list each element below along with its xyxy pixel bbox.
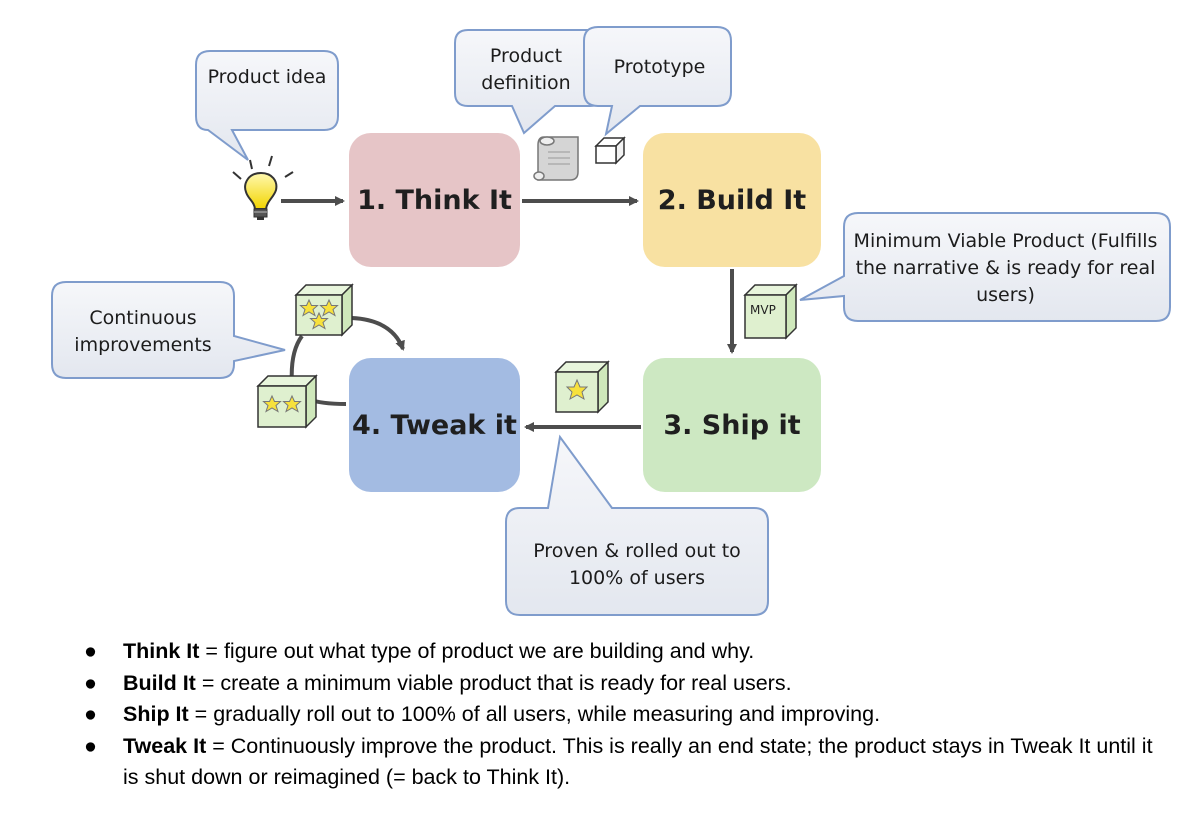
definitions-list: ● Think It = figure out what type of prod…: [80, 636, 1160, 794]
callout-continuous-improvements: [51, 281, 286, 379]
bullet-term: Ship It: [123, 702, 189, 726]
bullet-tweak-it: ● Tweak It = Continuously improve the pro…: [80, 731, 1160, 794]
mvp-box-icon: [743, 283, 798, 340]
callout-proven: [505, 434, 769, 616]
cube-icon: [594, 136, 626, 165]
scroll-icon: [533, 136, 579, 181]
stage-build-it: 2. Build It: [643, 133, 821, 267]
bullet-text: = figure out what type of product we are…: [199, 639, 755, 663]
bullet-term: Build It: [123, 670, 196, 695]
callout-mvp-text: Minimum Viable Product (Fulfills the nar…: [853, 230, 1158, 306]
callout-product-idea: [195, 50, 339, 161]
stage-ship-it: 3. Ship it: [643, 358, 821, 492]
bullet-term: Tweak It: [123, 733, 207, 758]
bullet-ship-it: ● Ship It = gradually roll out to 100% of…: [80, 699, 1160, 731]
callout-continuous-text: Continuous improvements: [74, 307, 212, 356]
arrow-loop-to-tweak: [351, 316, 405, 351]
product-lifecycle-diagram: 1. Think It 2. Build It 3. Ship it 4. Tw…: [51, 26, 1171, 616]
bullet-dot: ●: [84, 639, 97, 663]
stage-tweak-it: 4. Tweak it: [349, 358, 520, 492]
bullet-dot: ●: [84, 702, 97, 726]
callout-mvp: [799, 212, 1171, 322]
callout-proven-text: Proven & rolled out to 100% of users: [533, 540, 741, 589]
bullet-text: = gradually roll out to 100% of all user…: [188, 702, 881, 726]
callout-product-idea-text: Product idea: [207, 66, 327, 88]
bullet-build-it: ● Build It = create a minimum viable prod…: [80, 668, 1160, 700]
bullet-text: = create a minimum viable product that i…: [195, 670, 792, 695]
mvp-box-label: MVP: [750, 303, 776, 317]
three-star-box-icon: [294, 283, 354, 337]
stage-think-it: 1. Think It: [349, 133, 520, 267]
two-star-box-icon: [256, 374, 318, 429]
bullet-text: = Continuously improve the product. This…: [123, 733, 1153, 790]
bullet-term: Think It: [123, 639, 200, 663]
diagram-canvas: [51, 26, 1171, 616]
callout-prototype-text: Prototype: [613, 56, 706, 78]
lightbulb-icon: [232, 155, 294, 220]
callout-product-definition-text: Product definition: [481, 45, 571, 94]
one-star-box-icon: [554, 360, 610, 414]
callout-prototype: [583, 26, 732, 137]
bullet-dot: ●: [84, 733, 97, 758]
bullet-dot: ●: [84, 670, 97, 695]
bullet-think-it: ● Think It = figure out what type of prod…: [80, 636, 1160, 668]
